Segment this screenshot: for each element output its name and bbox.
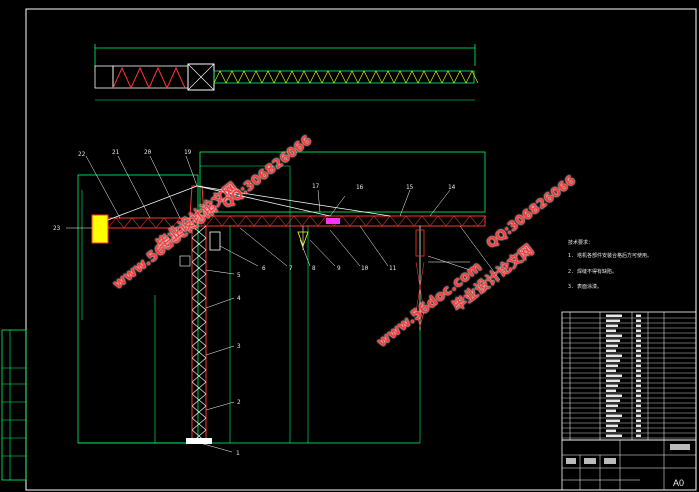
tech-req-item-2: 2. 焊缝不得有缺陷。: [568, 268, 617, 275]
part-number-22: 22: [78, 151, 86, 158]
part-number-10: 10: [361, 265, 369, 272]
tech-req-heading: 技术要求：: [568, 239, 593, 246]
tech-req-item-1: 1. 塔机各部件安装合格后方可使用。: [568, 252, 652, 259]
tech-req-item-3: 3. 表面涂漆。: [568, 283, 602, 290]
title-block: A0: [561, 439, 697, 491]
part-number-19: 19: [184, 149, 192, 156]
technical-requirements: 技术要求： 1. 塔机各部件安装合格后方可使用。 2. 焊缝不得有缺陷。 3. …: [568, 239, 652, 290]
part-number-4: 4: [237, 295, 241, 302]
drawing-border: [25, 8, 697, 491]
part-number-9: 9: [337, 265, 341, 272]
parts-list-table: [561, 311, 697, 441]
part-number-2: 2: [237, 399, 241, 406]
part-number-14: 14: [448, 184, 456, 191]
part-number-6: 6: [262, 265, 266, 272]
sheet-size: A0: [673, 478, 684, 488]
part-number-5: 5: [237, 272, 241, 279]
part-number-23: 23: [53, 225, 61, 232]
part-number-3: 3: [237, 343, 241, 350]
plan-view: [94, 44, 479, 101]
part-number-20: 20: [144, 149, 152, 156]
part-number-8: 8: [312, 265, 316, 272]
part-number-21: 21: [112, 149, 120, 156]
elevation-view: 1 2 3 4 5 6 7 8 9 10 11 14 15 16 17 19 2…: [53, 149, 501, 457]
part-number-1: 1: [236, 450, 240, 457]
part-number-7: 7: [289, 265, 293, 272]
part-number-15: 15: [406, 184, 414, 191]
left-side-strip: [1, 329, 27, 481]
part-number-labels: 1 2 3 4 5 6 7 8 9 10 11 14 15 16 17 19 2…: [53, 149, 456, 457]
part-number-16: 16: [356, 184, 364, 191]
part-number-11: 11: [389, 265, 397, 272]
part-number-17: 17: [312, 183, 320, 190]
